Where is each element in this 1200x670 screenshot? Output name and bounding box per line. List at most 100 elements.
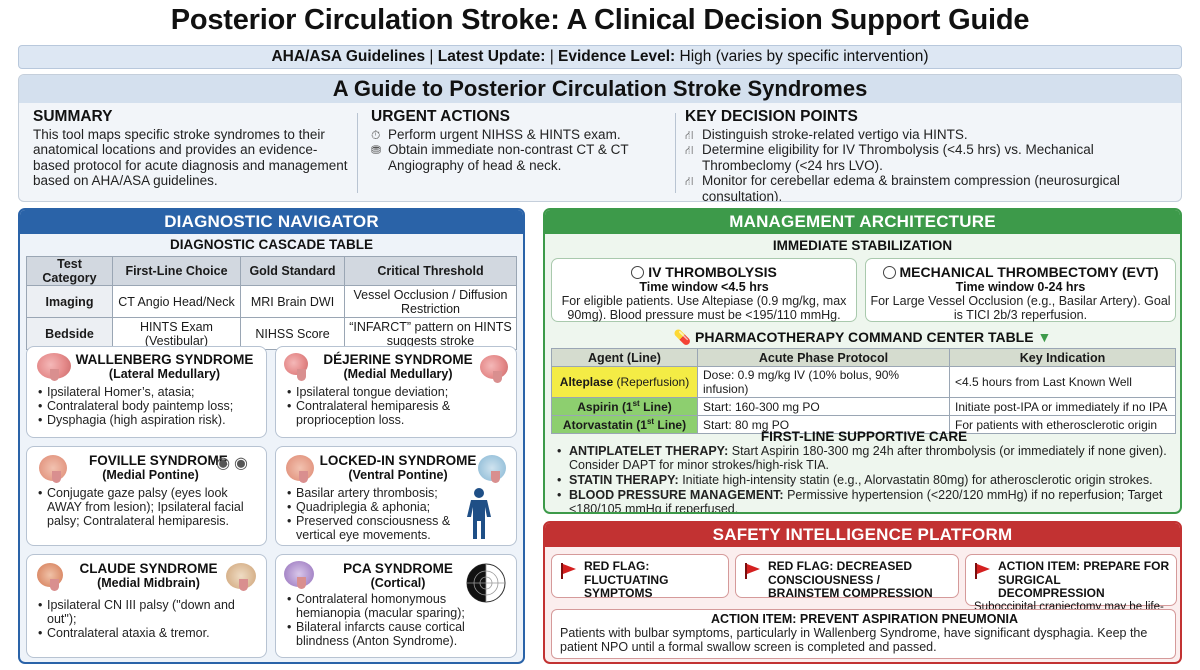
red-flag-icon — [561, 563, 577, 579]
list-item: Conjugate gaze palsy (eyes look AWAY fro… — [37, 486, 260, 528]
pharmacotherapy-title: 💊 PHARMACOTHERAPY COMMAND CENTER TABLE ▼ — [673, 329, 1052, 345]
syndrome-subtitle: (Cortical) — [370, 576, 426, 590]
meta-evidence-value: High (varies by specific intervention) — [679, 48, 929, 65]
supportive-care-list: ANTIPLATELET THERAPY: Start Aspirin 180-… — [553, 444, 1175, 512]
red-flag-consciousness-card: RED FLAG: DECREASED CONSCIOUSNESS / BRAI… — [735, 554, 959, 600]
brainstem-icon — [480, 355, 508, 383]
table-cell: “INFARCT” pattern on HINTS suggests stro… — [344, 317, 517, 350]
syndrome-subtitle: (Ventral Pontine) — [348, 468, 448, 482]
agent-cell: Aspirin (1st Line) — [551, 397, 698, 416]
stopwatch-icon — [882, 266, 896, 279]
list-item: Contralateral homonymous hemianopia (mac… — [286, 592, 472, 620]
management-architecture-header: MANAGEMENT ARCHITECTURE — [545, 210, 1180, 234]
pill-icon: 💊 — [673, 329, 692, 345]
table-row: Atorvastatin (1st Line) Start: 80 mg PO … — [551, 415, 1176, 434]
meta-separator: | — [549, 48, 554, 65]
column-header: Key Indication — [949, 348, 1176, 367]
syndrome-findings: Ipsilateral tongue deviation; Contralate… — [286, 385, 510, 427]
column-header: Test Category — [26, 256, 113, 286]
urgent-heading: URGENT ACTIONS — [371, 108, 510, 125]
page-title: Posterior Circulation Stroke: A Clinical… — [170, 4, 1030, 36]
human-figure-icon — [467, 488, 491, 539]
urgent-item: ⛃ Obtain immediate non-contrast CT & CT … — [371, 142, 629, 173]
management-architecture-panel: MANAGEMENT ARCHITECTURE IMMEDIATE STABIL… — [543, 208, 1182, 514]
table-header-row: Agent (Line) Acute Phase Protocol Key In… — [551, 348, 1176, 367]
syndrome-subtitle: (Medial Midbrain) — [97, 576, 200, 590]
summary-column: SUMMARY This tool maps specific stroke s… — [33, 109, 353, 189]
ct-scanner-icon: ⛃ — [371, 143, 382, 157]
safety-intelligence-panel: SAFETY INTELLIGENCE PLATFORM RED FLAG: F… — [543, 521, 1182, 664]
table-cell: Vessel Occlusion / Diffusion Restriction — [344, 285, 517, 318]
list-item: Contralateral body paintemp loss; — [37, 399, 260, 413]
action-decompression-card: ACTION ITEM: PREPARE FOR SURGICAL DECOMP… — [965, 554, 1177, 639]
iv-window: Time window <4.5 hrs — [639, 280, 769, 294]
meta-bar: AHA/ASA Guidelines | Latest Update: | Ev… — [18, 45, 1182, 69]
meta-separator: | — [429, 48, 434, 65]
syndrome-title: DÉJERINE SYNDROME — [323, 352, 473, 367]
summary-heading: SUMMARY — [33, 108, 113, 125]
supportive-care-section: FIRST-LINE SUPPORTIVE CARE ANTIPLATELET … — [553, 429, 1175, 512]
column-header: Gold Standard — [240, 256, 345, 286]
list-item: Preserved consciousness & vertical eye m… — [286, 514, 458, 542]
foville-syndrome-card: FOVILLE SYNDROME (Medial Pontine) ◉◉ Con… — [26, 446, 267, 546]
list-item: BLOOD PRESSURE MANAGEMENT: Permissive hy… — [553, 488, 1175, 512]
pca-syndrome-card: PCA SYNDROME (Cortical) Contralateral ho… — [275, 554, 517, 658]
syndrome-findings: Contralateral homonymous hemianopia (mac… — [286, 592, 472, 648]
table-cell: HINTS Exam (Vestibular) — [112, 317, 241, 350]
syndrome-title: LOCKED-IN SYNDROME — [319, 453, 477, 468]
decision-item: ⛙ Distinguish stroke-related vertigo via… — [685, 126, 968, 142]
iv-thrombolysis-card: IV THROMBOLYSIS Time window <4.5 hrs For… — [551, 258, 857, 322]
list-item: Quadriplegia & aphonia; — [286, 500, 458, 514]
decision-item: ⛙ Determine eligibility for IV Thromboly… — [685, 142, 1094, 173]
syndrome-title: PCA SYNDROME — [343, 561, 453, 576]
agent-cell: Atorvastatin (1st Line) — [551, 415, 698, 434]
list-item: Dysphagia (high aspiration risk). — [37, 413, 260, 427]
aspiration-action-card: ACTION ITEM: PREVENT ASPIRATION PNEUMONI… — [551, 609, 1176, 659]
evt-window: Time window 0-24 hrs — [955, 280, 1086, 294]
column-header: Acute Phase Protocol — [697, 348, 950, 367]
agent-cell: Alteplase (Reperfusion) — [551, 366, 698, 398]
locked-in-syndrome-card: LOCKED-IN SYNDROME (Ventral Pontine) Bas… — [275, 446, 517, 546]
brain-icon — [284, 353, 308, 381]
column-header: Critical Threshold — [344, 256, 517, 286]
iv-title: IV THROMBOLYSIS — [648, 264, 777, 280]
table-cell: Initiate post-IPA or immediately if no I… — [949, 397, 1176, 416]
meta-update-label: Latest Update: — [437, 48, 546, 65]
evt-title: MECHANICAL THROMBECTOMY (EVT) — [899, 264, 1159, 280]
list-item: Basilar artery thrombosis; — [286, 486, 458, 500]
urgent-column: URGENT ACTIONS ⏱ Perform urgent NIHSS & … — [371, 109, 671, 173]
iv-text: For eligible patients. Use Altepiase (0.… — [561, 294, 847, 322]
midbrain-section-icon — [226, 563, 256, 591]
column-divider — [357, 113, 358, 193]
red-flag-icon — [745, 563, 761, 579]
cortex-icon — [284, 561, 314, 589]
red-flag-fluctuating-card: RED FLAG: FLUCTUATING SYMPTOMS — [551, 554, 729, 600]
diagnostic-navigator-header: DIAGNOSTIC NAVIGATOR — [20, 210, 523, 234]
cascade-table-title: DIAGNOSTIC CASCADE TABLE — [169, 237, 373, 252]
table-row: Aspirin (1st Line) Start: 160-300 mg PO … — [551, 397, 1176, 416]
diagnostic-navigator-panel: DIAGNOSTIC NAVIGATOR DIAGNOSTIC CASCADE … — [18, 208, 525, 664]
syndrome-title: FOVILLE SYNDROME — [89, 453, 228, 468]
stabilization-title: IMMEDIATE STABILIZATION — [772, 238, 953, 253]
table-cell: Start: 160-300 mg PO — [697, 397, 950, 416]
supportive-care-title: FIRST-LINE SUPPORTIVE CARE — [760, 429, 968, 444]
syndrome-title: WALLENBERG SYNDROME — [75, 352, 254, 367]
stopwatch-icon — [631, 266, 645, 279]
table-cell: Bedside — [26, 317, 113, 350]
pons-icon — [286, 455, 314, 483]
syndrome-findings: Conjugate gaze palsy (eyes look AWAY fro… — [37, 486, 260, 528]
table-row: Imaging CT Angio Head/Neck MRI Brain DWI… — [26, 285, 517, 318]
syndrome-subtitle: (Medial Medullary) — [343, 367, 453, 381]
hierarchy-icon: ⛙ — [685, 174, 694, 188]
syndrome-findings: Ipsilateral CN III palsy ("down and out"… — [37, 598, 260, 640]
aspiration-action-title: ACTION ITEM: PREVENT ASPIRATION PNEUMONI… — [711, 612, 1018, 626]
decision-item: ⛙ Monitor for cerebellar edema & brainst… — [685, 173, 1120, 202]
decision-heading: KEY DECISION POINTS — [685, 108, 858, 125]
table-row: Alteplase (Reperfusion) Dose: 0.9 mg/kg … — [551, 366, 1176, 398]
safety-intelligence-header: SAFETY INTELLIGENCE PLATFORM — [545, 523, 1180, 547]
table-cell: NIHSS Score — [240, 317, 345, 350]
brainstem-section-icon — [478, 455, 506, 483]
table-row: Bedside HINTS Exam (Vestibular) NIHSS Sc… — [26, 317, 517, 350]
eyes-gaze-icon: ◉◉ — [216, 455, 252, 472]
guide-section: A Guide to Posterior Circulation Stroke … — [18, 74, 1182, 202]
